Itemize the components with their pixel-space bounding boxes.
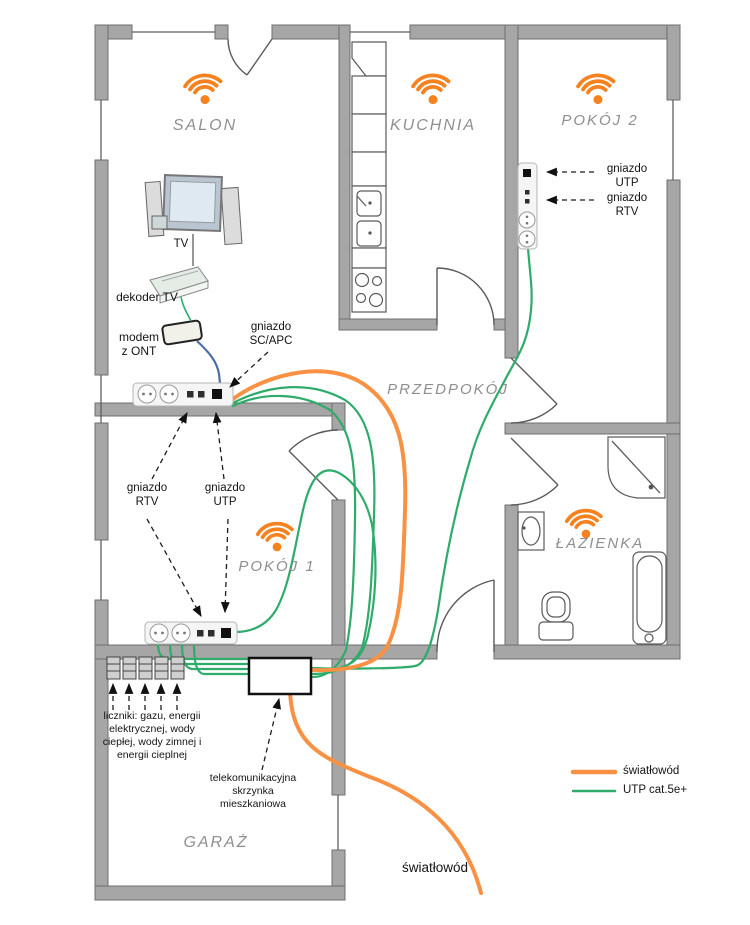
telecom-box-label: telekomunikacyjna skrzynka mieszkaniowa (209, 772, 297, 810)
pokoj1-utp-label: gniazdo UTP (204, 482, 246, 508)
telecom-box (247, 656, 313, 696)
meter (122, 656, 137, 680)
pokoj1-rtv-label: gniazdo RTV (126, 482, 168, 508)
room-label-garaz: GARAŻ (183, 834, 249, 851)
sc-apc-label: gniazdo SC/APC (249, 321, 293, 347)
room-label-lazienka: ŁAZIENKA (555, 535, 645, 552)
kitchen-stove (351, 267, 387, 313)
legend-utp-label: UTP cat.5e+ (623, 784, 688, 796)
salon-outlet-strip (132, 382, 234, 407)
doors (227, 38, 559, 653)
meter (106, 656, 121, 680)
legend-fiber-label: światłowód (623, 765, 680, 777)
shower (607, 436, 666, 499)
fiber-inlet-label: światłowód (401, 860, 469, 875)
room-label-pokoj2: POKÓJ 2 (561, 112, 639, 129)
room-label-pokoj1: POKÓJ 1 (238, 558, 316, 575)
tv-label: TV (173, 238, 189, 250)
wifi-icon (255, 521, 294, 552)
pokoj2-utp-label: gniazdo UTP (606, 163, 648, 189)
kitchen-counter (351, 41, 387, 313)
tv-set (144, 174, 243, 266)
pointer-arrows (108, 167, 594, 771)
washbasin (517, 511, 545, 551)
meter (170, 656, 185, 680)
legend-swatches (570, 769, 618, 793)
meter (154, 656, 169, 680)
wifi-icon (576, 73, 616, 105)
pokoj2-rtv-label: gniazdo RTV (606, 192, 648, 218)
toilet (538, 591, 574, 641)
pokoj2-outlet-strip (517, 162, 538, 250)
room-label-kuchnia: KUCHNIA (389, 117, 476, 134)
meter (138, 656, 153, 680)
wifi-icon (183, 73, 223, 105)
walls (94, 24, 681, 901)
tv-decoder (149, 266, 209, 304)
bathtub (632, 551, 667, 645)
windows (100, 31, 674, 850)
utility-meters (106, 656, 185, 680)
kitchen-sink (351, 185, 387, 249)
wifi-icon (411, 73, 451, 105)
wifi-icon (564, 508, 603, 539)
fiber-cables (231, 369, 483, 895)
meters-label: liczniki: gazu, energii elektrycznej, wo… (102, 710, 202, 761)
dekoder-label: dekoder TV (116, 290, 178, 304)
decoder-cable (180, 296, 192, 322)
modem-label: modem z ONT (118, 330, 159, 358)
bathroom-fixtures (517, 436, 667, 645)
room-label-salon: SALON (172, 117, 238, 134)
pokoj1-outlet-strip (144, 621, 238, 645)
room-label-przedpokoj: PRZEDPOKÓJ (387, 381, 509, 398)
ont-modem (161, 319, 203, 346)
